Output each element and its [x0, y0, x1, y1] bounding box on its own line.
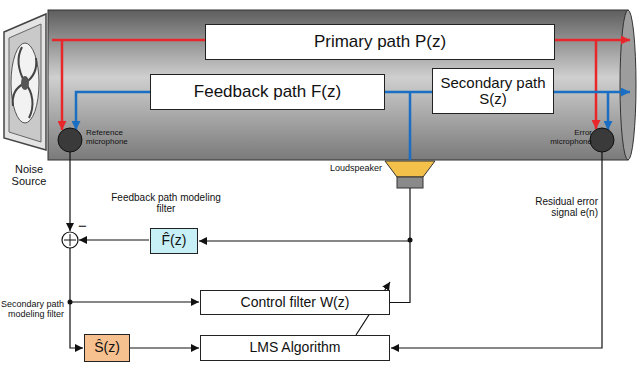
signal-connector	[130, 347, 199, 348]
reference-microphone	[58, 128, 82, 152]
box-text: Primary path P(z)	[314, 33, 446, 52]
box-text: LMS Algorithm	[249, 340, 340, 355]
path-box: Secondary path S(z)	[432, 68, 554, 114]
box-text: Control filter W(z)	[241, 295, 350, 310]
error-microphone	[590, 128, 614, 152]
loudspeaker-symbol	[385, 161, 435, 188]
path-box: Feedback path F(z)	[150, 74, 385, 110]
filter-label: Secondary path modeling filter	[0, 300, 64, 320]
signal-label: Residual error signal e(n)	[528, 196, 598, 218]
filter-label: Feedback path modeling filter	[104, 192, 228, 214]
path-box: Primary path P(z)	[205, 24, 555, 60]
box-text: F̂(z)	[162, 233, 187, 248]
loudspeaker-label: Loudspeaker	[314, 164, 382, 174]
duct	[48, 10, 636, 160]
source-label: Noise Source	[0, 163, 58, 187]
filter-box: F̂(z)	[150, 228, 198, 254]
sign-label: −	[78, 218, 90, 235]
fan	[4, 14, 46, 150]
algorithm-box: LMS Algorithm	[200, 335, 390, 361]
filter-box: Control filter W(z)	[200, 290, 390, 315]
junction-dot	[68, 300, 73, 305]
filter-box: Ŝ(z)	[84, 334, 130, 362]
summing-junction	[62, 232, 78, 248]
microphone-label: Reference microphone	[86, 129, 146, 147]
signal-wires	[70, 152, 602, 348]
box-text: Ŝ(z)	[94, 340, 120, 355]
microphone-label: Error microphone	[536, 129, 592, 147]
box-text: Secondary path S(z)	[439, 75, 547, 108]
box-text: Feedback path F(z)	[194, 83, 341, 102]
